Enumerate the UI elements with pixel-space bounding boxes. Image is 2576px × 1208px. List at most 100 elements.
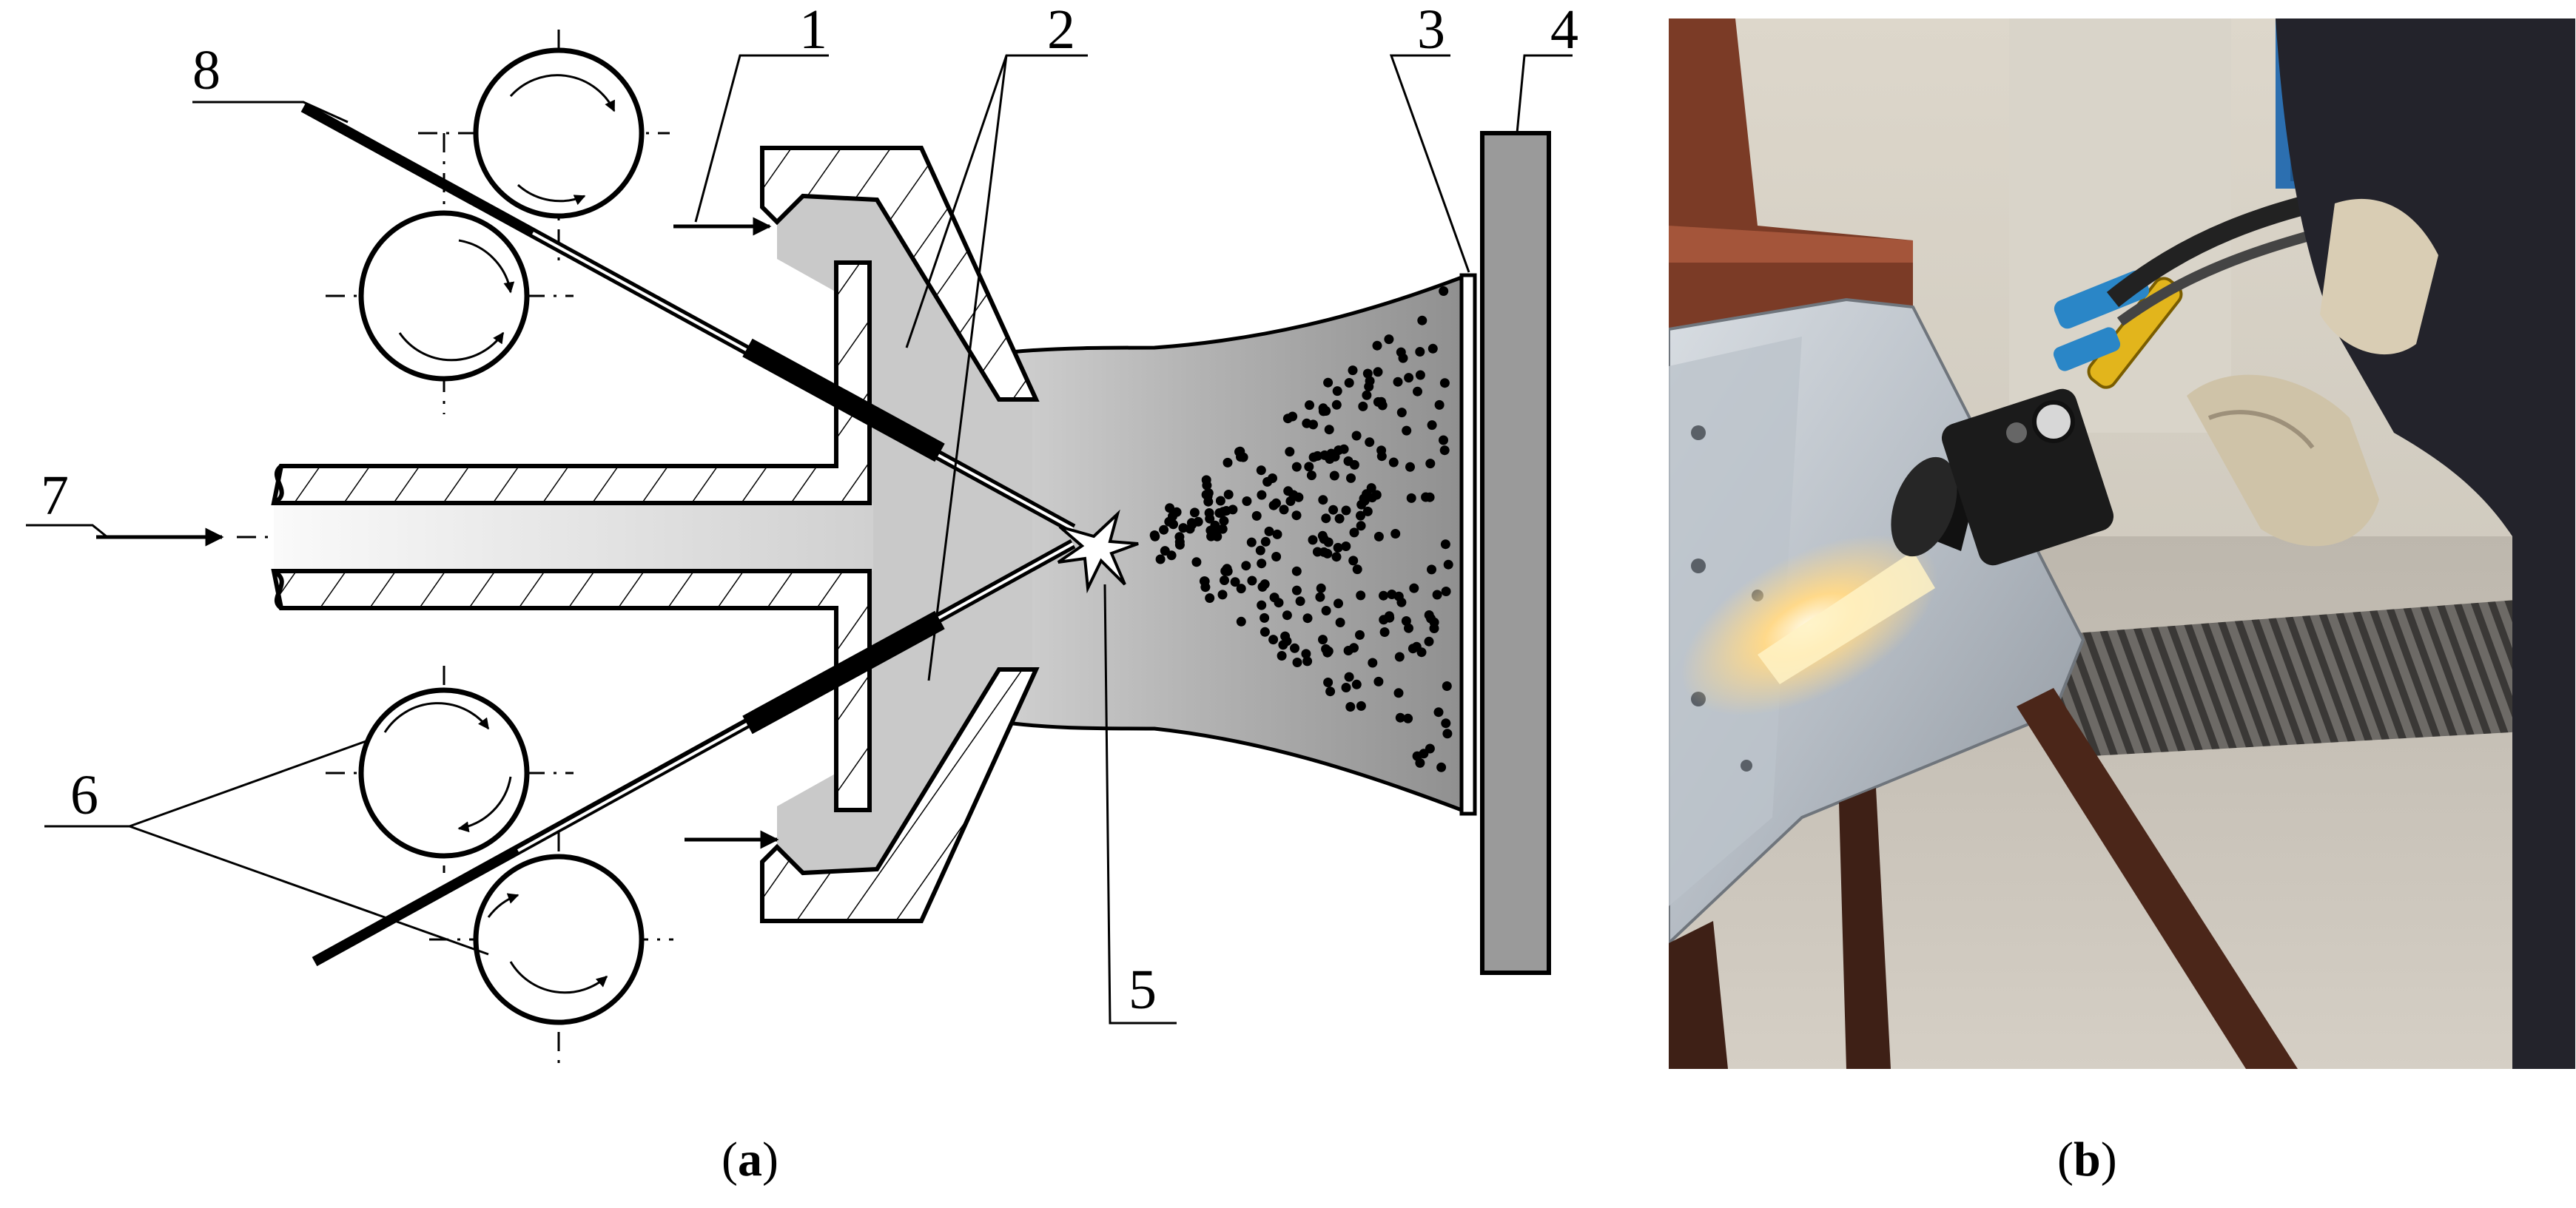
spray-particle <box>1256 465 1266 476</box>
spray-particle <box>1427 420 1437 431</box>
spray-particle <box>1333 542 1343 553</box>
spray-particle <box>1443 559 1453 570</box>
spray-particle <box>1358 401 1368 411</box>
spray-particle <box>1362 390 1372 400</box>
spray-particle <box>1223 457 1233 468</box>
spray-particle <box>1396 408 1407 418</box>
feed-roller-top-left <box>358 210 530 382</box>
spray-particle <box>1373 676 1384 686</box>
callout-8: 8 <box>192 39 221 101</box>
spray-particle <box>1247 576 1257 586</box>
spray-particle <box>1393 688 1404 698</box>
spray-particle <box>1425 743 1435 754</box>
spray-particle <box>1329 470 1339 481</box>
spray-particle <box>1230 577 1240 587</box>
coating-layer <box>1459 273 1477 816</box>
callout-4: 4 <box>1550 0 1578 61</box>
spray-particle <box>1409 583 1419 593</box>
spray-particle <box>1302 418 1312 428</box>
spray-particle <box>1283 486 1294 496</box>
spray-particle <box>1351 431 1362 441</box>
spray-particle <box>1415 370 1425 380</box>
spray-particle <box>1421 492 1431 502</box>
feed-roller-top-right <box>473 47 645 219</box>
spray-particle <box>1305 400 1314 411</box>
spray-particle <box>1368 658 1378 668</box>
spray-particle <box>1352 564 1362 575</box>
spray-particle <box>1427 343 1438 354</box>
gas-flow-arrows <box>96 217 779 849</box>
spray-particle <box>1436 762 1447 772</box>
spray-particle <box>1433 707 1444 718</box>
spray-particle <box>1323 537 1334 547</box>
spray-particle <box>1442 729 1453 739</box>
spray-particle <box>1367 493 1377 503</box>
spray-particle <box>1165 503 1175 513</box>
spray-particle <box>1301 649 1311 659</box>
spray-particle <box>1285 447 1295 457</box>
wire-lower <box>312 539 1076 967</box>
spray-particle <box>1323 646 1334 656</box>
spray-particle <box>1405 462 1415 472</box>
spray-particle <box>1257 559 1267 569</box>
spray-particle <box>1201 490 1211 500</box>
spray-particle <box>1341 541 1351 551</box>
spray-particle <box>1260 579 1270 590</box>
spray-particle <box>1390 529 1401 539</box>
callout-2: 2 <box>1047 0 1075 61</box>
spray-particle <box>1199 576 1209 587</box>
spray-particle <box>1441 718 1451 729</box>
callout-leaders <box>26 54 1573 1025</box>
spray-particle <box>1356 521 1366 531</box>
spray-particle <box>1324 425 1334 435</box>
spray-particle <box>1257 490 1267 500</box>
spray-particle <box>1424 636 1434 647</box>
spray-particle <box>1319 547 1329 557</box>
substrate-plate <box>1480 131 1551 975</box>
callout-numbers: 1 2 3 4 5 6 7 8 <box>41 0 1578 1021</box>
spray-particle <box>1351 679 1362 689</box>
spray-particle <box>1394 652 1405 662</box>
spray-particle <box>1271 498 1281 508</box>
spray-particle <box>1166 550 1177 561</box>
spray-particle <box>1408 644 1418 654</box>
spray-particle <box>1379 627 1390 637</box>
spray-particle <box>1269 593 1279 603</box>
arc-spray-photo <box>1669 18 2575 1069</box>
spray-particle <box>1215 496 1225 506</box>
spray-particle <box>1377 400 1388 411</box>
spray-particle <box>1272 529 1282 539</box>
spray-particle <box>1178 523 1188 533</box>
spray-particle <box>1328 505 1339 515</box>
spray-particle <box>1413 386 1422 397</box>
spray-particle <box>1415 347 1425 357</box>
spray-particle <box>1401 616 1411 626</box>
spray-particle <box>1186 518 1197 528</box>
spray-particle <box>1398 353 1408 363</box>
spray-particle <box>1406 493 1416 503</box>
spray-particle <box>1332 386 1342 397</box>
spray-particle <box>1219 516 1229 526</box>
spray-particle <box>1308 535 1318 545</box>
spray-particle <box>1291 566 1302 576</box>
callout-6: 6 <box>70 764 98 826</box>
spray-particle <box>1335 618 1345 627</box>
spray-particle <box>1282 610 1292 621</box>
spray-particle <box>1384 334 1394 345</box>
spray-particle <box>1334 598 1343 609</box>
spray-particle <box>1429 624 1439 633</box>
spray-particle <box>1373 531 1384 541</box>
spray-particle <box>1202 480 1212 490</box>
spray-particle <box>1325 454 1335 464</box>
spray-particle <box>1439 378 1450 388</box>
spray-particle <box>1362 368 1373 379</box>
spray-particle <box>1260 627 1270 637</box>
spray-particle <box>1302 613 1313 624</box>
spray-particle <box>1364 382 1374 392</box>
spray-particle <box>1323 678 1334 687</box>
spray-particle <box>1376 451 1387 462</box>
spray-particle <box>1246 537 1257 547</box>
spray-particle <box>1155 554 1166 564</box>
spray-particle <box>1262 476 1273 487</box>
spray-particle <box>1316 583 1326 593</box>
